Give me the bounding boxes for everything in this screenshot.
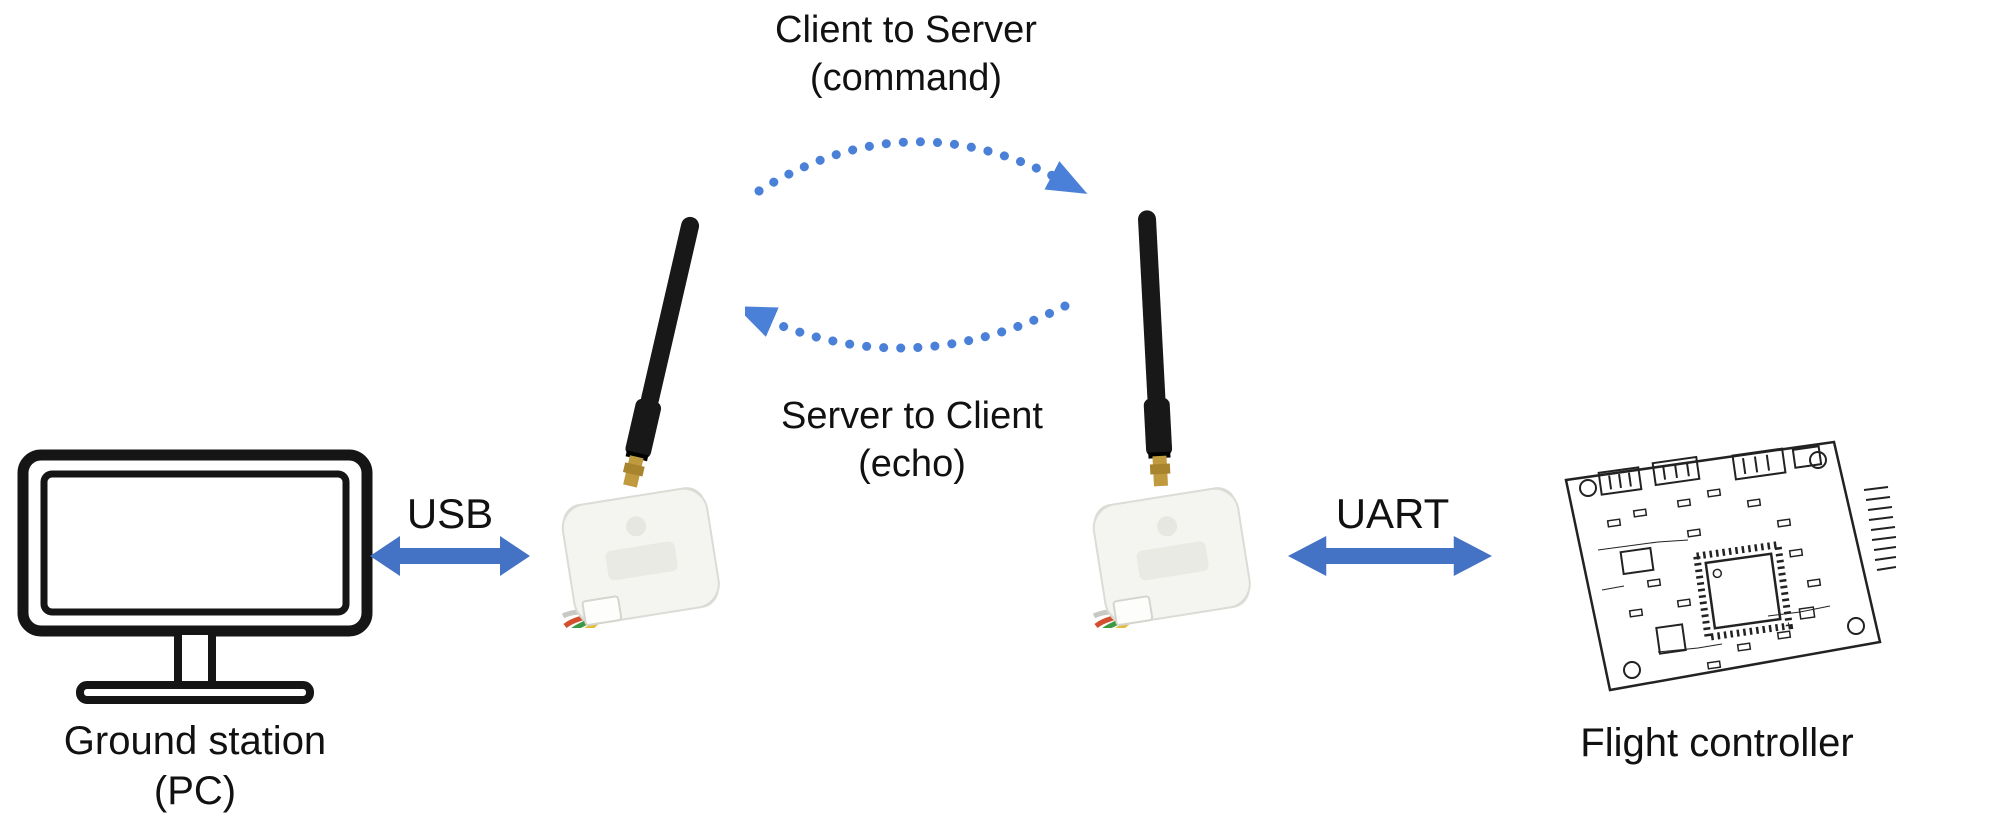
client-to-server-arrow-icon bbox=[754, 137, 1088, 196]
antenna-icon bbox=[1138, 210, 1173, 487]
client-to-server-label: Client to Server (command) bbox=[756, 6, 1056, 102]
client-to-server-line1: Client to Server bbox=[775, 9, 1037, 51]
server-to-client-line1: Server to Client bbox=[781, 395, 1043, 437]
server-to-client-line2: (echo) bbox=[858, 443, 966, 485]
monitor-icon bbox=[17, 449, 373, 704]
ground-station-label: Ground station (PC) bbox=[0, 716, 390, 815]
uart-label: UART bbox=[1335, 490, 1450, 537]
ground-station-line1: Ground station bbox=[63, 719, 327, 763]
telemetry-radio-right-icon bbox=[1092, 210, 1251, 628]
antenna-icon bbox=[622, 216, 700, 488]
client-to-server-line2: (command) bbox=[809, 57, 1003, 99]
telemetry-radio-left-icon bbox=[561, 216, 720, 628]
radio-body bbox=[561, 487, 720, 626]
flight-controller-pcb-icon bbox=[1564, 440, 1896, 692]
uart-arrow-icon bbox=[1288, 536, 1492, 576]
server-to-client-label: Server to Client (echo) bbox=[762, 392, 1062, 488]
ground-station-line2: (PC) bbox=[153, 769, 237, 813]
wireless-link-arcs bbox=[745, 137, 1088, 353]
flight-controller-label: Flight controller bbox=[1580, 721, 1854, 765]
radio-body bbox=[1092, 487, 1251, 626]
server-to-client-arrow-icon bbox=[745, 301, 1070, 353]
usb-label: USB bbox=[406, 490, 494, 537]
usb-arrow-icon bbox=[370, 536, 530, 576]
